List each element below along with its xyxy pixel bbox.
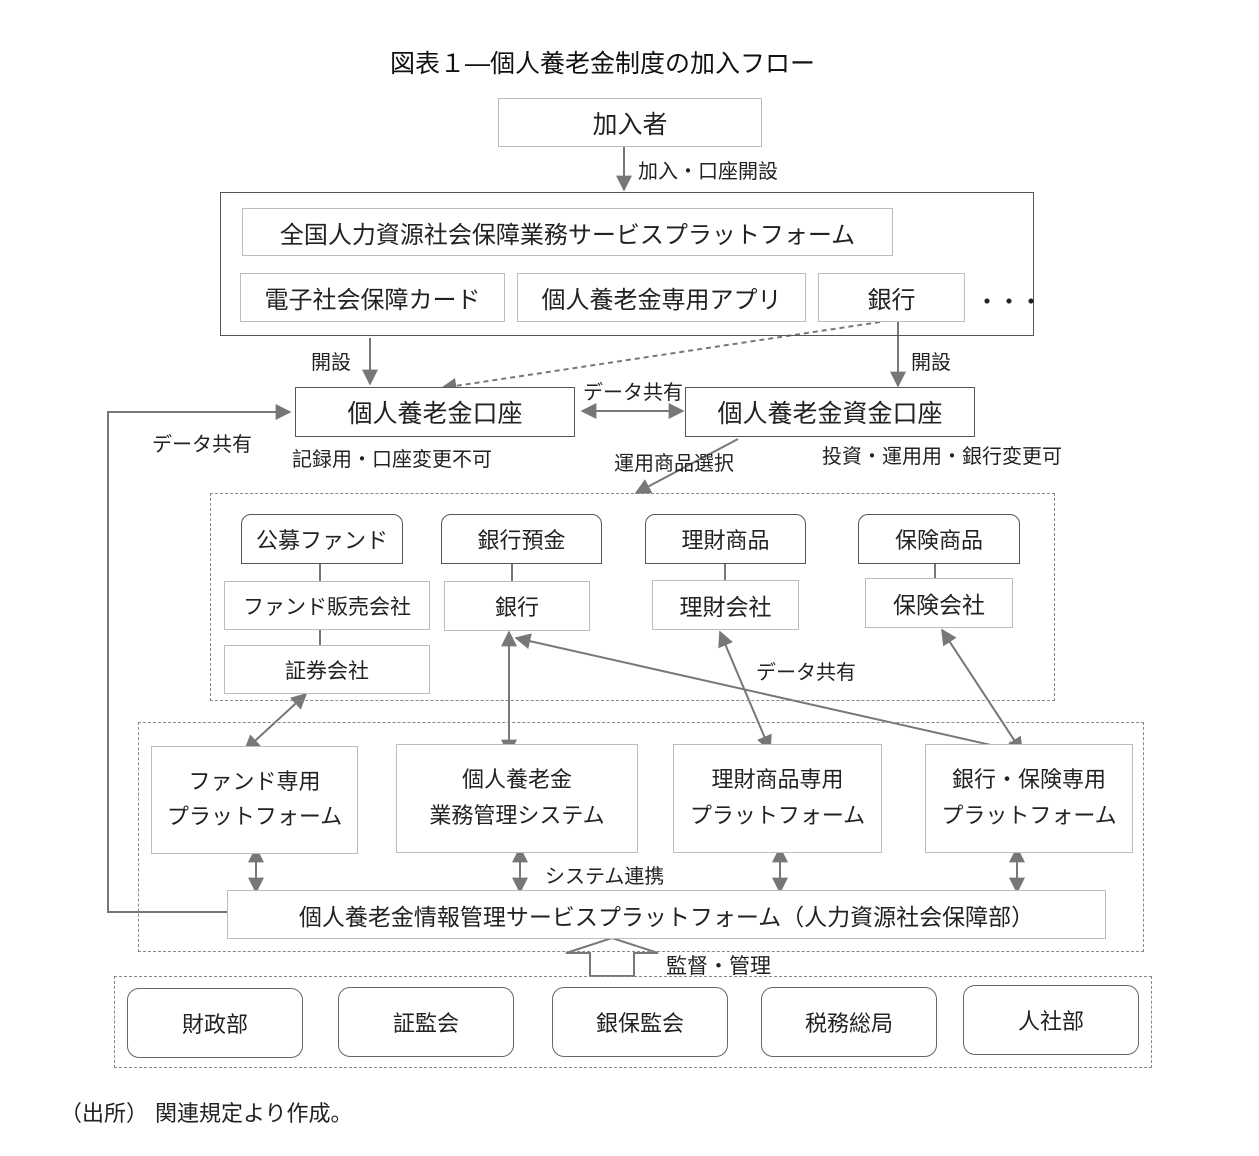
regulator-mof: 財政部 <box>127 988 303 1058</box>
arrow-insurance-to-bank-ins-platform <box>941 628 1023 754</box>
regulators-group <box>114 976 1152 1068</box>
channels-group <box>220 192 1034 336</box>
label-join-open: 加入・口座開設 <box>638 159 778 183</box>
bank-channel-box: 銀行 <box>818 273 965 322</box>
wealth-platform-line1: 理財商品専用 <box>711 768 844 794</box>
pension-account-box: 個人養老金口座 <box>295 387 575 437</box>
securities-company-box: 証券会社 <box>224 645 430 694</box>
regulator-mohrss: 人社部 <box>963 985 1139 1055</box>
national-platform-box: 全国人力資源社会保障業務サービスプラットフォーム <box>242 208 893 256</box>
fund-sales-company-box: ファンド販売会社 <box>224 581 430 630</box>
platforms-group <box>138 722 1144 952</box>
wealth-platform-box: 理財商品専用 プラットフォーム <box>673 744 882 853</box>
regulator-csrc: 証監会 <box>338 987 514 1057</box>
label-invest-bank-change: 投資・運用用・銀行変更可 <box>822 444 1062 468</box>
insurance-company-box: 保険会社 <box>865 578 1013 628</box>
label-product-select: 運用商品選択 <box>614 451 734 475</box>
pension-app-box: 個人養老金専用アプリ <box>517 273 806 322</box>
fund-account-box: 個人養老金資金口座 <box>685 387 975 437</box>
e-card-box: 電子社会保障カード <box>240 273 505 322</box>
label-data-share-products: データ共有 <box>756 660 856 684</box>
subscriber-box: 加入者 <box>498 98 762 147</box>
arrow-bank-to-pension-account <box>440 321 881 394</box>
business-system-line1: 個人養老金 <box>461 768 572 794</box>
label-open-right: 開設 <box>911 350 951 374</box>
business-system-line2: 業務管理システム <box>429 803 605 829</box>
wealth-company-box: 理財会社 <box>652 580 799 630</box>
products-group <box>210 493 1055 701</box>
label-data-share-left: データ共有 <box>152 432 252 456</box>
fund-platform-line1: ファンド専用 <box>188 769 321 795</box>
label-system-link: システム連携 <box>545 864 665 888</box>
regulator-cbirc: 銀保監会 <box>552 987 728 1057</box>
wealth-product-box: 理財商品 <box>645 514 806 564</box>
fund-platform-line2: プラットフォーム <box>166 805 343 830</box>
label-open-left: 開設 <box>311 350 351 374</box>
arrow-info-to-pension-account <box>107 404 292 913</box>
insurance-product-box: 保険商品 <box>858 514 1020 564</box>
public-fund-box: 公募ファンド <box>241 514 403 564</box>
bank-insurance-platform-line2: プラットフォーム <box>941 803 1117 829</box>
page-title: 図表１―個人養老金制度の加入フロー <box>390 49 816 78</box>
bank-insurance-platform-box: 銀行・保険専用 プラットフォーム <box>925 744 1133 853</box>
bank-deposit-box: 銀行預金 <box>441 514 602 564</box>
label-record-only: 記録用・口座変更不可 <box>292 447 492 471</box>
supervise-block-arrow <box>565 936 659 977</box>
label-data-share-mid: データ共有 <box>583 380 683 404</box>
business-system-box: 個人養老金 業務管理システム <box>396 744 638 853</box>
label-supervise: 監督・管理 <box>666 954 771 978</box>
bank-box: 銀行 <box>444 581 590 631</box>
arrow-product-select <box>634 438 739 494</box>
bank-insurance-platform-line1: 銀行・保険専用 <box>951 768 1106 794</box>
fund-platform-box: ファンド専用 プラットフォーム <box>151 746 358 854</box>
source-note: （出所） 関連規定より作成。 <box>60 1102 353 1127</box>
regulator-tax: 税務総局 <box>761 987 937 1057</box>
arrow-bank-to-bank-ins-platform <box>514 633 1024 757</box>
wealth-platform-line2: プラットフォーム <box>689 803 866 829</box>
info-platform-box: 個人養老金情報管理サービスプラットフォーム（人力資源社会保障部） <box>227 890 1106 939</box>
ellipsis-more: ・・・ <box>975 288 1043 316</box>
